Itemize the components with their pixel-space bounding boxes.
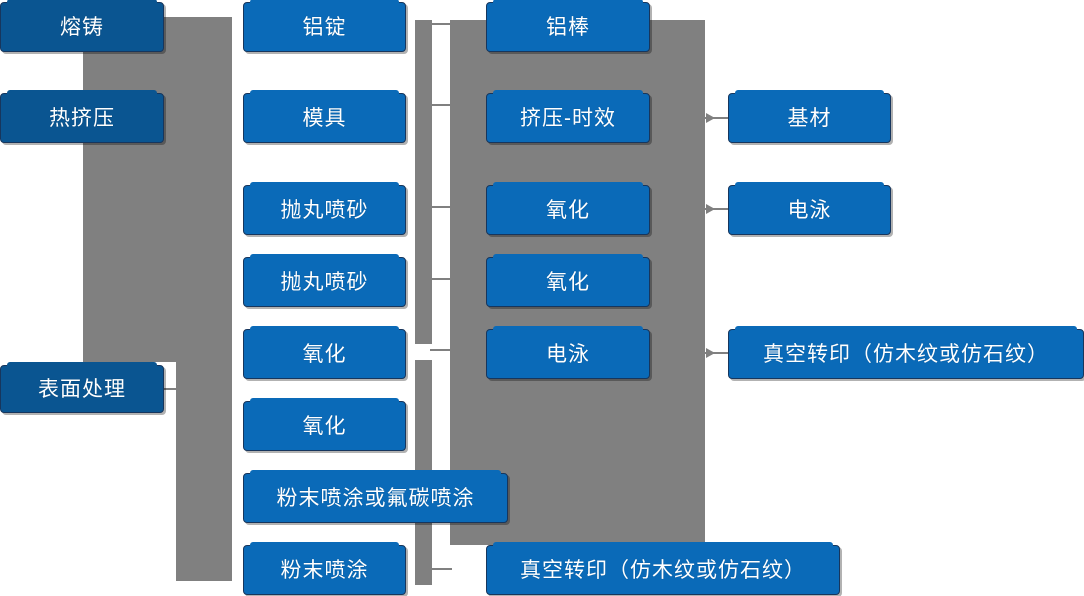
box-cap bbox=[735, 182, 884, 187]
arrow-to-oxidation-2 bbox=[220, 417, 232, 435]
process-box-shotblast-2[interactable]: 抛丸喷砂 bbox=[243, 254, 406, 307]
process-box-powder-fluoro[interactable]: 粉末喷涂或氟碳喷涂 bbox=[243, 470, 508, 523]
box-cap bbox=[250, 542, 399, 547]
box-cap bbox=[493, 90, 643, 95]
process-label-oxidation-2: 氧化 bbox=[302, 414, 347, 438]
stage-label-extrude: 热挤压 bbox=[49, 106, 115, 130]
treatment-box-oxidation-1[interactable]: 氧化 bbox=[486, 182, 650, 235]
treatment-box-vacuum[interactable]: 真空转印（仿木纹或仿石纹） bbox=[486, 542, 840, 595]
box-cap bbox=[7, 362, 157, 367]
box-cap bbox=[7, 0, 157, 4]
process-label-powder-fluoro: 粉末喷涂或氟碳喷涂 bbox=[276, 486, 475, 510]
stage-label-casting: 熔铸 bbox=[60, 15, 104, 39]
stage-box-surface[interactable]: 表面处理 bbox=[0, 362, 164, 413]
process-label-ingot: 铝锭 bbox=[302, 15, 347, 39]
box-cap bbox=[250, 254, 399, 259]
treatment-label-oxidation-2: 氧化 bbox=[546, 270, 590, 294]
process-box-mold[interactable]: 模具 bbox=[243, 90, 406, 143]
box-cap bbox=[735, 326, 1077, 331]
box-cap bbox=[250, 0, 399, 4]
box-cap bbox=[250, 470, 501, 475]
stage-box-extrude[interactable]: 热挤压 bbox=[0, 90, 164, 143]
process-box-ingot[interactable]: 铝锭 bbox=[243, 0, 406, 52]
arrow-to-shotblast-2 bbox=[220, 273, 232, 291]
arrow-to-powder bbox=[220, 561, 232, 579]
process-box-oxidation-2[interactable]: 氧化 bbox=[243, 398, 406, 451]
mid-stub-5 bbox=[430, 349, 452, 351]
lead-vacuum-out bbox=[700, 352, 728, 354]
process-label-shotblast-1: 抛丸喷砂 bbox=[280, 198, 369, 222]
process-box-shotblast-1[interactable]: 抛丸喷砂 bbox=[243, 182, 406, 235]
process-box-oxidation-1[interactable]: 氧化 bbox=[243, 326, 406, 379]
treatment-label-bar: 铝棒 bbox=[546, 15, 590, 39]
arrow-to-oxidation-1 bbox=[220, 345, 232, 363]
treatment-box-extrude-age[interactable]: 挤压-时效 bbox=[486, 90, 650, 143]
box-cap bbox=[250, 90, 399, 95]
arrow-to-mold bbox=[220, 109, 232, 127]
connector-mid-thin-bar-upper bbox=[415, 20, 432, 344]
mid-stub-6 bbox=[430, 568, 452, 570]
process-label-mold: 模具 bbox=[302, 106, 347, 130]
mid-stub-2 bbox=[430, 104, 452, 106]
process-label-shotblast-2: 抛丸喷砂 bbox=[280, 270, 369, 294]
stub-surface-to-trunk bbox=[160, 388, 186, 390]
treatment-box-oxidation-2[interactable]: 氧化 bbox=[486, 254, 650, 307]
box-cap bbox=[250, 398, 399, 403]
arrow-to-ingot bbox=[220, 18, 232, 36]
output-box-substrate[interactable]: 基材 bbox=[728, 90, 891, 143]
output-box-vacuum[interactable]: 真空转印（仿木纹或仿石纹） bbox=[728, 326, 1084, 379]
treatment-label-extrude-age: 挤压-时效 bbox=[520, 106, 616, 130]
mid-stub-1 bbox=[430, 23, 452, 25]
treatment-label-oxidation-1: 氧化 bbox=[546, 198, 590, 222]
box-cap bbox=[7, 90, 157, 95]
box-cap bbox=[493, 182, 643, 187]
treatment-box-bar[interactable]: 铝棒 bbox=[486, 0, 650, 52]
treatment-box-electro[interactable]: 电泳 bbox=[486, 326, 650, 379]
treatment-label-electro: 电泳 bbox=[546, 342, 590, 366]
process-box-powder[interactable]: 粉末喷涂 bbox=[243, 542, 406, 595]
mid-stub-4 bbox=[430, 278, 452, 280]
output-label-vacuum: 真空转印（仿木纹或仿石纹） bbox=[763, 342, 1049, 366]
connector-left-trunk-main bbox=[83, 17, 176, 362]
stage-label-surface: 表面处理 bbox=[38, 377, 126, 401]
stage-box-casting[interactable]: 熔铸 bbox=[0, 0, 164, 52]
box-cap bbox=[493, 0, 643, 4]
box-cap bbox=[493, 326, 643, 331]
mid-stub-3 bbox=[430, 206, 452, 208]
lead-substrate bbox=[700, 117, 728, 119]
process-label-powder: 粉末喷涂 bbox=[280, 558, 369, 582]
output-box-electro[interactable]: 电泳 bbox=[728, 182, 891, 235]
box-cap bbox=[735, 90, 884, 95]
box-cap bbox=[250, 326, 399, 331]
arrow-to-powder-fluoro bbox=[220, 489, 232, 507]
treatment-label-vacuum: 真空转印（仿木纹或仿石纹） bbox=[520, 558, 806, 582]
lead-electro-out bbox=[700, 208, 728, 210]
output-label-substrate: 基材 bbox=[787, 106, 832, 130]
arrow-to-shotblast-1 bbox=[220, 201, 232, 219]
output-label-electro: 电泳 bbox=[787, 198, 832, 222]
box-cap bbox=[493, 542, 833, 547]
box-cap bbox=[250, 182, 399, 187]
process-label-oxidation-1: 氧化 bbox=[302, 342, 347, 366]
box-cap bbox=[493, 254, 643, 259]
